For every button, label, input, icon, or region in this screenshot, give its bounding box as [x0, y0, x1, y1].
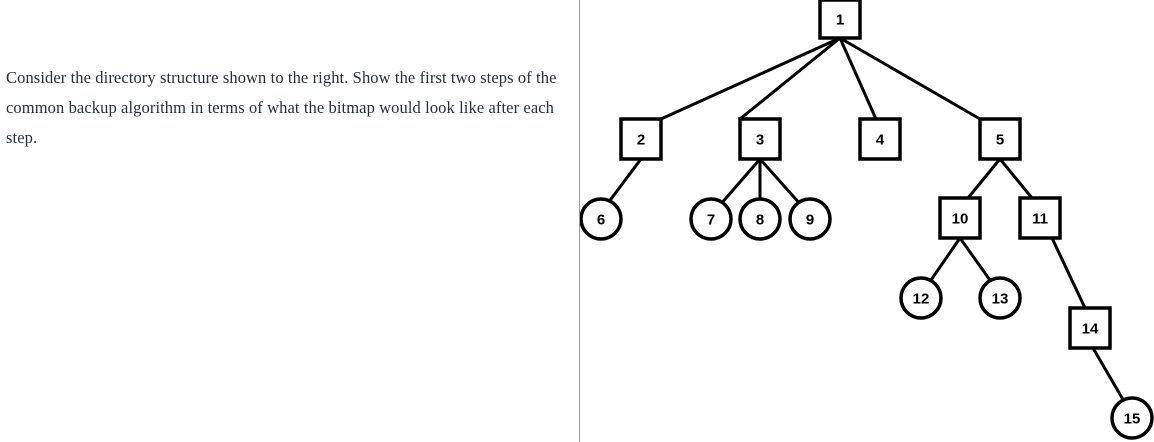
tree-node-5[interactable]: 5 [978, 117, 1022, 161]
node-label-11: 11 [1032, 211, 1048, 228]
node-label-14: 14 [1082, 321, 1099, 338]
node-label-15: 15 [1124, 411, 1141, 428]
node-label-6: 6 [597, 212, 605, 229]
directory-node-shape-5 [978, 117, 1022, 161]
tree-node-10[interactable]: 10 [938, 196, 982, 240]
tree-edge-5-11 [998, 158, 1034, 199]
tree-node-14[interactable]: 14 [1068, 306, 1112, 350]
tree-node-12[interactable]: 12 [899, 276, 943, 320]
tree-node-4[interactable]: 4 [858, 117, 902, 161]
file-node-shape-13 [978, 276, 1022, 320]
file-node-shape-6 [580, 197, 623, 241]
node-label-3: 3 [756, 132, 764, 149]
directory-node-shape-4 [858, 117, 902, 161]
directory-node-shape-3 [738, 117, 782, 161]
tree-edges [606, 36, 1127, 404]
tree-node-11[interactable]: 11 [1018, 196, 1062, 240]
file-node-shape-12 [899, 276, 943, 320]
tree-node-13[interactable]: 13 [978, 276, 1022, 320]
tree-edge-1-3 [739, 36, 841, 121]
tree-edge-11-14 [1050, 237, 1087, 309]
tree-node-1[interactable]: 1 [818, 0, 862, 40]
prompt-panel: Consider the directory structure shown t… [6, 68, 557, 147]
tree-edge-2-6 [606, 158, 643, 204]
node-label-5: 5 [996, 132, 1004, 149]
node-label-10: 10 [952, 211, 969, 228]
node-label-13: 13 [992, 291, 1009, 308]
directory-node-shape-2 [619, 117, 663, 161]
directory-node-shape-14 [1068, 306, 1112, 350]
tree-edge-3-7 [718, 158, 762, 206]
file-node-shape-8 [738, 197, 782, 241]
node-label-7: 7 [707, 212, 715, 229]
tree-node-3[interactable]: 3 [738, 117, 782, 161]
tree-node-7[interactable]: 7 [689, 197, 733, 241]
node-label-2: 2 [637, 132, 645, 149]
tree-edge-1-4 [838, 37, 878, 120]
file-node-shape-9 [788, 197, 832, 241]
tree-node-15[interactable]: 15 [1110, 396, 1154, 440]
file-node-shape-15 [1110, 396, 1154, 440]
tree-node-2[interactable]: 2 [619, 117, 663, 161]
node-label-4: 4 [876, 132, 885, 149]
question-text: Consider the directory structure shown t… [6, 68, 557, 147]
node-label-12: 12 [913, 291, 930, 308]
node-label-8: 8 [756, 212, 764, 229]
tree-node-8[interactable]: 8 [738, 197, 782, 241]
tree-edge-5-10 [966, 158, 1002, 199]
tree-edge-10-12 [927, 237, 962, 284]
node-label-1: 1 [836, 12, 844, 29]
tree-node-6[interactable]: 6 [580, 197, 623, 241]
node-label-9: 9 [806, 212, 814, 229]
tree-edge-14-15 [1091, 347, 1127, 404]
tree-edge-10-13 [958, 237, 994, 284]
tree-edge-3-9 [758, 158, 803, 206]
tree-edge-1-5 [839, 36, 981, 121]
directory-node-shape-1 [818, 0, 862, 40]
file-node-shape-7 [689, 197, 733, 241]
tree-node-9[interactable]: 9 [788, 197, 832, 241]
directory-node-shape-11 [1018, 196, 1062, 240]
directory-node-shape-10 [938, 196, 982, 240]
tree-edge-1-2 [660, 36, 841, 121]
